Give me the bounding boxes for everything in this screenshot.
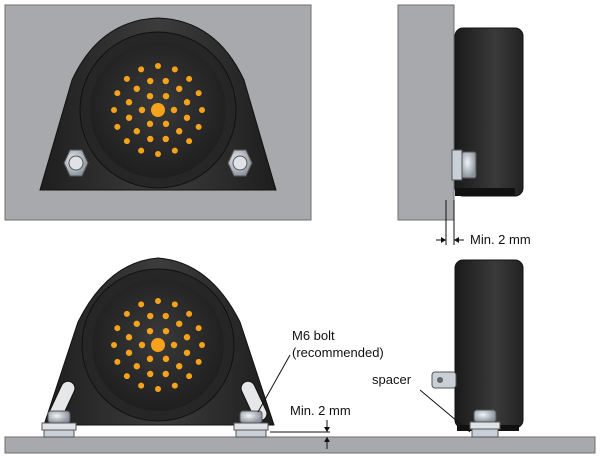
sound-hole — [123, 310, 130, 317]
sound-hole — [147, 312, 154, 320]
sound-hole — [195, 123, 202, 130]
sound-hole — [195, 325, 202, 332]
sound-hole — [125, 114, 133, 121]
sound-hole — [123, 373, 130, 380]
bolt-side-bottom — [469, 409, 501, 438]
sound-hole — [171, 66, 178, 73]
sound-hole — [114, 90, 121, 97]
sound-hole — [125, 349, 133, 356]
sound-hole — [133, 128, 140, 135]
sound-hole — [151, 338, 165, 352]
sound-hole — [186, 310, 193, 317]
sound-hole — [162, 120, 170, 128]
sound-hole — [146, 92, 154, 100]
bolt-head-side — [461, 151, 477, 179]
sound-hole — [155, 386, 161, 392]
sound-hole — [183, 114, 191, 121]
sound-hole — [123, 75, 130, 82]
sound-hole — [151, 103, 165, 117]
sound-hole — [183, 99, 191, 106]
bolt-label-line2: (recommended) — [292, 345, 384, 360]
sound-hole — [155, 151, 161, 157]
buzzer-side-body-bottom — [454, 259, 524, 429]
sound-hole — [114, 325, 121, 332]
sound-hole — [162, 92, 170, 100]
min-gap-label-side: Min. 2 mm — [470, 232, 531, 247]
sound-hole — [147, 77, 154, 85]
spacer-leader — [419, 389, 471, 433]
sound-hole — [195, 358, 202, 365]
sound-hole — [146, 120, 154, 128]
sound-hole — [186, 75, 193, 82]
bolt-bottom-right — [233, 410, 269, 438]
sound-hole — [138, 66, 145, 73]
bolt-right — [227, 149, 253, 177]
sound-hole — [146, 327, 154, 335]
spacer-side — [451, 149, 463, 181]
sound-hole — [125, 334, 133, 341]
sound-hole — [171, 301, 178, 308]
sound-hole — [162, 135, 169, 143]
mounting-surface — [4, 436, 596, 454]
sound-hole — [186, 373, 193, 380]
sound-hole — [111, 107, 117, 113]
sound-hole — [195, 90, 202, 97]
sound-hole — [147, 370, 154, 378]
front-view-top — [4, 4, 312, 221]
sound-hole — [138, 147, 145, 154]
sound-hole — [183, 349, 191, 356]
sound-hole — [147, 135, 154, 143]
min-gap-label-bottom: Min. 2 mm — [290, 403, 351, 418]
sound-hole — [133, 320, 140, 327]
sound-hole — [138, 382, 145, 389]
sound-hole — [133, 85, 140, 92]
sound-hole — [114, 123, 121, 130]
sound-hole — [186, 138, 193, 145]
sound-hole — [155, 298, 161, 304]
bolt-bottom-left — [41, 410, 77, 438]
sound-hole — [170, 106, 178, 114]
sound-holes — [111, 63, 205, 157]
sound-hole — [162, 312, 169, 320]
sound-hole — [125, 99, 133, 106]
mounting-plate-side — [397, 4, 455, 221]
spacer-bracket — [431, 371, 457, 389]
sound-hole — [138, 301, 145, 308]
sound-hole — [199, 107, 205, 113]
sound-hole — [162, 370, 169, 378]
sound-hole — [171, 382, 178, 389]
sound-hole — [111, 342, 117, 348]
sound-hole — [171, 147, 178, 154]
sound-hole — [176, 320, 183, 327]
spacer-label: spacer — [372, 372, 412, 387]
bolt-leader — [257, 354, 291, 413]
sound-hole — [176, 85, 183, 92]
bracket-side — [455, 188, 515, 196]
sound-hole — [176, 363, 183, 370]
sound-hole — [199, 342, 205, 348]
sound-hole — [162, 77, 169, 85]
sound-hole — [133, 363, 140, 370]
sound-hole — [183, 334, 191, 341]
bolt-label-line1: M6 bolt — [292, 328, 335, 343]
sound-hole — [138, 106, 146, 114]
sound-hole — [176, 128, 183, 135]
sound-hole — [123, 138, 130, 145]
sound-hole — [114, 358, 121, 365]
bottom-view: M6 bolt (recommended) Min. 2 mm spacer — [4, 257, 596, 454]
sound-hole — [162, 327, 170, 335]
side-view-top: Min. 2 mm — [397, 4, 531, 247]
sound-holes-bottom — [111, 298, 205, 392]
sound-hole — [138, 341, 146, 349]
sound-hole — [162, 355, 170, 363]
sound-hole — [146, 355, 154, 363]
sound-hole — [170, 341, 178, 349]
bolt-left — [63, 149, 89, 177]
sound-hole — [155, 63, 161, 69]
